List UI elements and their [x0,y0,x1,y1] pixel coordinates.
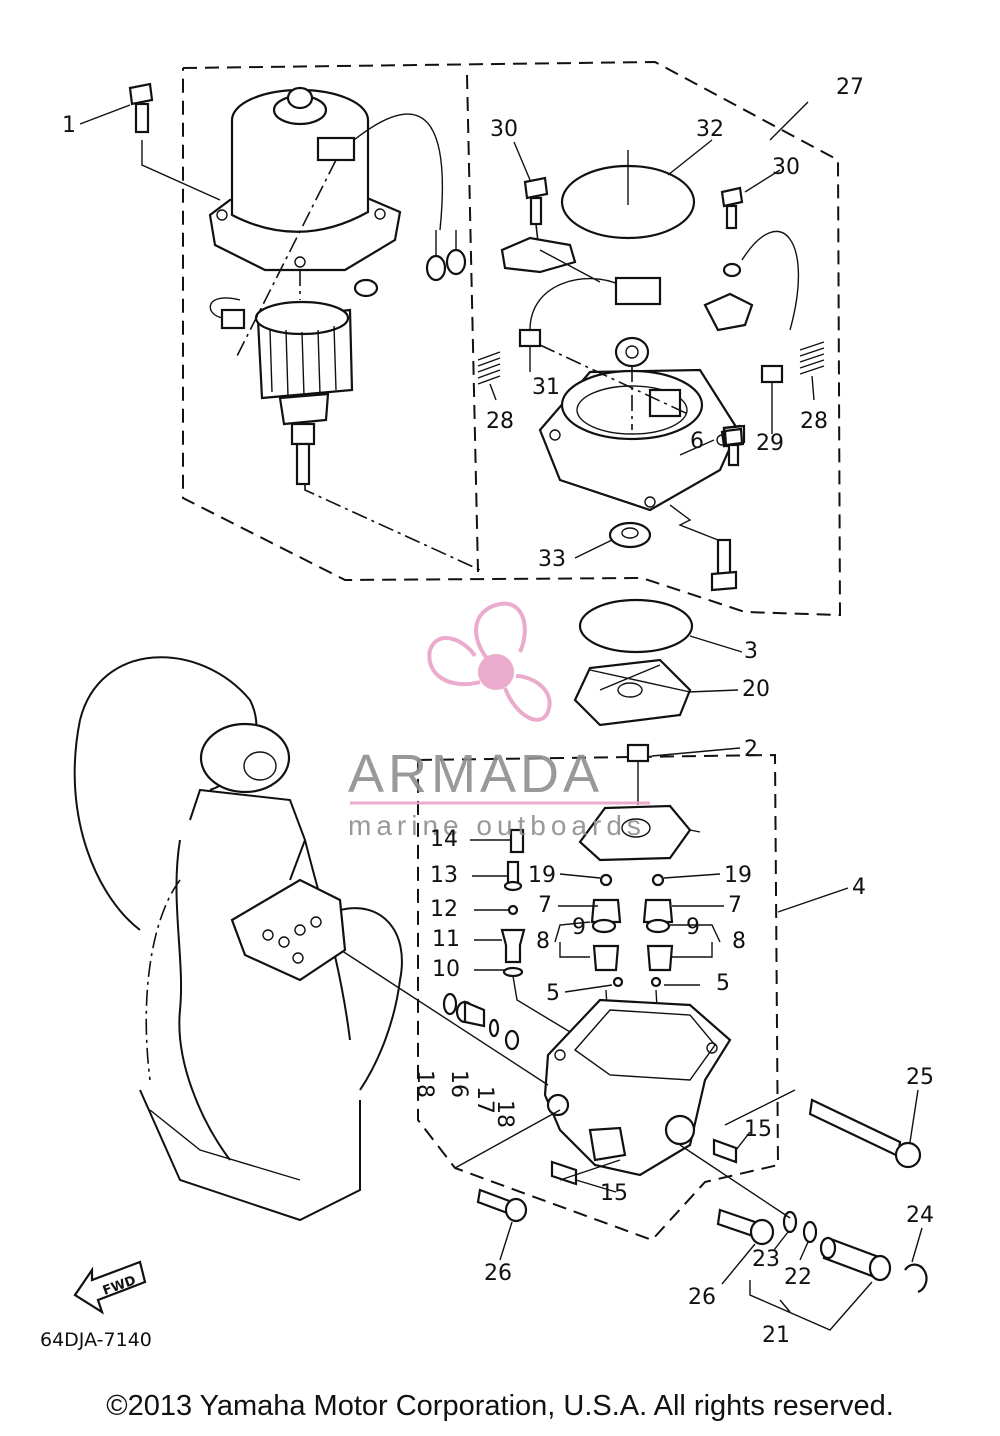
pump-alignment-lines [309,929,796,1219]
spring-28-left [477,351,501,385]
bolt-26-right [716,1208,775,1246]
plug-16 [455,1000,486,1028]
callout-13: 13 [430,863,458,888]
yoke-alignment-line [234,159,337,361]
callout-5-right: 5 [716,971,730,996]
brush-holder-left [500,236,601,283]
callout-9-left: 9 [572,915,586,940]
motor-end-cap [538,336,740,512]
drawing-code: 64DJA-7140 [40,1329,152,1351]
callout-20: 20 [742,677,770,702]
brush-29 [760,364,784,384]
callout-24: 24 [906,1203,934,1228]
seal-18-right [504,1029,520,1051]
callout-21: 21 [762,1323,790,1348]
armature [209,297,354,486]
seal-18-left [442,992,458,1016]
callout-30-left: 30 [490,117,518,142]
o-ring-3 [578,598,694,654]
tilt-cylinder [73,656,403,1222]
seal-33 [608,521,652,549]
callout-28-right: 28 [800,409,828,434]
screw-30-right [720,186,744,230]
copyright-notice: ©2013 Yamaha Motor Corporation, U.S.A. A… [106,1390,894,1422]
callout-29: 29 [756,431,784,456]
callout-6: 6 [690,429,704,454]
callout-4: 4 [852,875,866,900]
brush-holder-boundary [466,74,479,573]
coupling-2 [626,743,650,805]
o-ring-22 [802,1220,818,1244]
callout-18-left: 18 [412,1070,437,1098]
end-cap-alignment [539,344,691,430]
watermark-brand: ARMADA [348,744,603,804]
callout-26-right: 26 [688,1285,716,1310]
end-cap-bolt [669,504,738,592]
callout-14: 14 [430,827,458,852]
pump-internals [500,828,674,1061]
callout-8-left: 8 [536,929,550,954]
callout-32: 32 [696,117,724,142]
callout-30-right: 30 [772,155,800,180]
callout-26-left: 26 [484,1261,512,1286]
callout-7-left: 7 [538,893,552,918]
plug-15-left [550,1160,578,1186]
callout-10: 10 [432,957,460,982]
callout-19-left: 19 [528,863,556,888]
o-ring-32 [560,150,696,240]
bolt-26-left [476,1188,528,1223]
callout-2: 2 [744,737,758,762]
callout-22: 22 [784,1265,812,1290]
callout-18-right: 18 [492,1100,517,1128]
callout-31: 31 [532,375,560,400]
circlip-24 [904,1263,928,1294]
callout-8-right: 8 [732,929,746,954]
callout-25: 25 [906,1065,934,1090]
valve-bolt-6 [723,427,744,467]
o-ring-23 [782,1210,798,1234]
callout-16: 16 [446,1070,471,1098]
pump-assembly-boundary [417,753,780,1242]
armature-alignment-line [304,484,481,571]
callout-11: 11 [432,927,460,952]
motor-assembly-boundary [182,60,842,617]
plug-15-right [712,1138,738,1164]
watermark-tagline: marine outboards [348,810,646,841]
brush-holder-right [703,230,799,332]
callout-33: 33 [538,547,566,572]
callout-7-right: 7 [728,893,742,918]
callouts: 1 27 30 32 30 31 28 28 29 33 3 20 2 6 4 … [62,75,934,1348]
brand-watermark: ARMADA marine outboards [348,601,650,841]
callout-15-left: 15 [600,1181,628,1206]
callout-28-left: 28 [486,409,514,434]
callout-9-right: 9 [686,915,700,940]
motor-yoke [208,86,467,300]
callout-23: 23 [752,1247,780,1272]
callout-5-left: 5 [546,981,560,1006]
propeller-logo [427,601,552,722]
manual-valve-21 [819,1236,892,1282]
leader-lines [79,101,923,1331]
callout-17: 17 [472,1086,497,1114]
callout-3: 3 [744,639,758,664]
callout-27: 27 [836,75,864,100]
motor-bolt [128,82,221,201]
callout-12: 12 [430,897,458,922]
filter-plate-20 [573,658,692,727]
o-ring-17 [488,1018,500,1038]
forward-direction-arrow: FWD [73,1260,147,1315]
spring-28-right [799,341,825,375]
brush-31 [518,276,662,348]
bolt-25 [808,1098,922,1169]
callout-1: 1 [62,113,76,138]
callout-19-right: 19 [724,863,752,888]
pump-housing [543,998,732,1177]
callout-15-right: 15 [744,1117,772,1142]
screw-30-left [523,176,549,261]
